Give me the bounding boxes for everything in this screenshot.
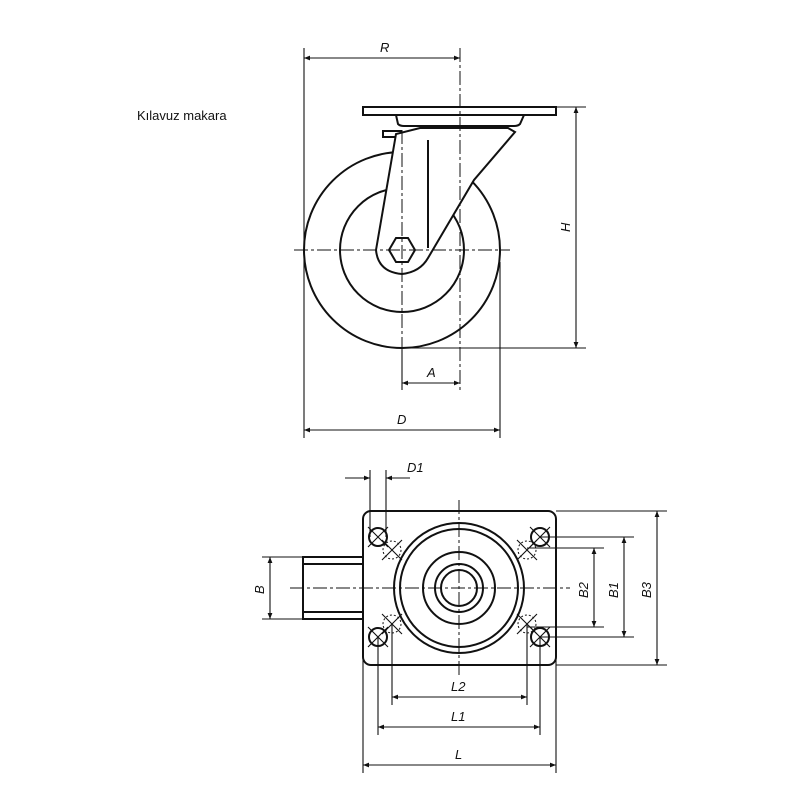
label-L: L (455, 747, 462, 762)
label-B: B (252, 585, 267, 594)
side-view-caster (294, 48, 557, 390)
caption: Kılavuz makara (137, 108, 227, 123)
top-view-caster (290, 500, 570, 675)
label-D: D (397, 412, 406, 427)
label-L1: L1 (451, 709, 465, 724)
swivel-head (394, 114, 526, 127)
label-B3: B3 (639, 581, 654, 598)
fork (374, 127, 517, 276)
label-H: H (558, 222, 573, 232)
label-R: R (380, 40, 389, 55)
label-D1: D1 (407, 460, 424, 475)
label-L2: L2 (451, 679, 466, 694)
side-view-dimensions: R H A D (303, 40, 586, 438)
label-B2: B2 (576, 581, 591, 598)
label-B1: B1 (606, 582, 621, 598)
label-A: A (426, 365, 436, 380)
top-view-dimensions: D1 B B2 B1 B3 L2 L1 L (252, 460, 667, 773)
